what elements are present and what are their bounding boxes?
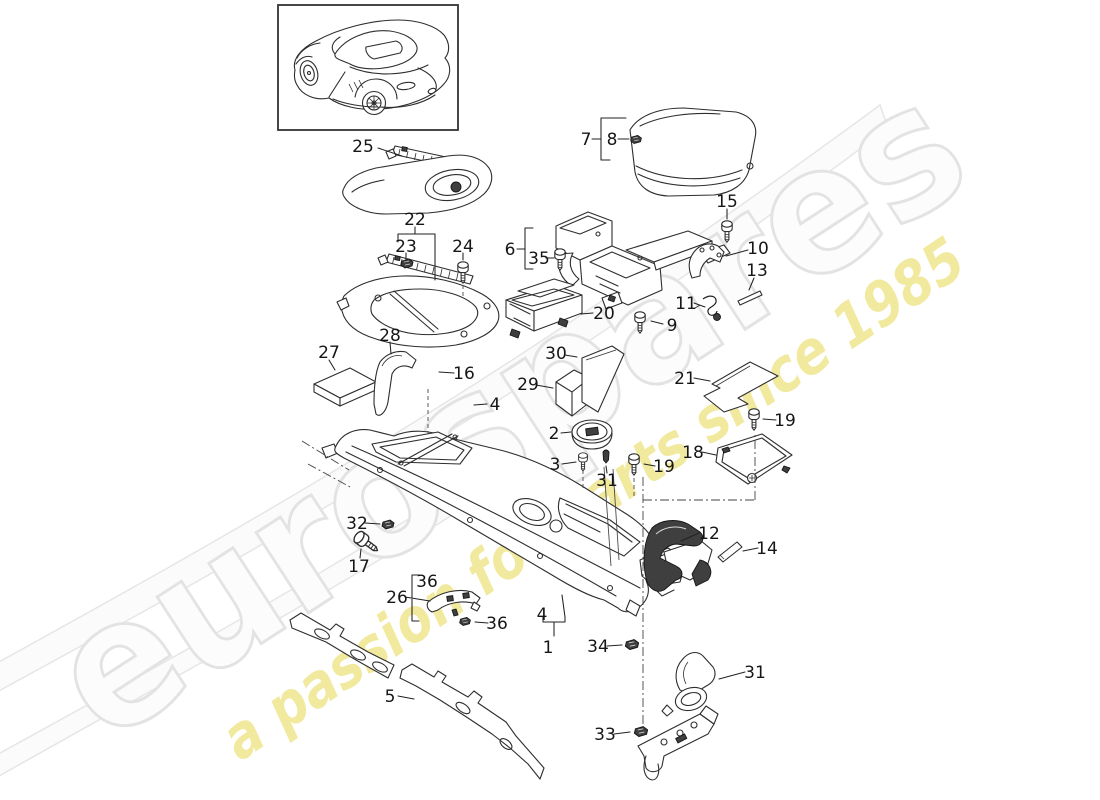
part-23-clip [400,258,414,269]
callout-2[interactable]: 2 [549,424,560,444]
callout-31-pin[interactable]: 31 [596,471,618,491]
callout-19-upper[interactable]: 19 [774,411,796,431]
callout-26[interactable]: 26 [386,588,408,608]
callout-1[interactable]: 1 [543,638,554,658]
part-18-cover-plate [715,433,793,485]
callout-6[interactable]: 6 [505,240,516,260]
callout-10[interactable]: 10 [747,239,769,259]
part-2-storage-tray [571,419,613,450]
callout-11[interactable]: 11 [675,294,697,314]
callout-36-upper[interactable]: 36 [416,572,438,592]
watermark-layer: eurospares a passion for parts since 198… [0,42,1002,782]
callout-22[interactable]: 22 [404,210,426,230]
diagram-line-art [289,107,793,781]
callout-27[interactable]: 27 [318,343,340,363]
centerlines [301,434,756,724]
part-26-trim-strip [426,589,481,617]
vehicle-thumbnail [277,4,459,131]
callout-3[interactable]: 3 [550,455,561,475]
callout-24[interactable]: 24 [452,237,474,257]
part-31-strap [661,651,716,717]
part-10-bracket [688,243,725,279]
callout-5[interactable]: 5 [385,687,396,707]
callout-23[interactable]: 23 [395,237,417,257]
part-30-pad [581,345,625,413]
callout-17[interactable]: 17 [348,557,370,577]
callout-19-inner[interactable]: 19 [653,457,675,477]
callout-7[interactable]: 7 [581,130,592,150]
callout-33[interactable]: 33 [594,725,616,745]
part-7-armrest-lid [629,107,757,197]
part-36-clip [459,616,471,626]
callout-34[interactable]: 34 [587,637,609,657]
part-8-clip [630,134,642,144]
part-33-bracket [637,705,719,781]
callout-14[interactable]: 14 [756,539,778,559]
part-14-pin [717,541,743,563]
callout-31-strap[interactable]: 31 [744,663,766,683]
callout-13[interactable]: 13 [746,261,768,281]
callout-35[interactable]: 35 [528,249,550,269]
part-22-guide-frame [336,253,500,348]
callout-28[interactable]: 28 [379,326,401,346]
watermark-brand: eurospares [17,44,1000,781]
callout-leader-lines [328,117,777,735]
part-32-nut [381,519,395,530]
dashed-leaders [427,285,635,497]
callout-16[interactable]: 16 [453,364,475,384]
callout-20[interactable]: 20 [593,304,615,324]
part-25-shifter-trim [342,145,493,215]
part-20-tray [505,278,583,339]
watermark-swoosh-upper [0,103,889,692]
car-line-art [293,19,451,116]
callout-29[interactable]: 29 [517,375,539,395]
callout-30[interactable]: 30 [545,344,567,364]
callout-8[interactable]: 8 [607,130,618,150]
part-33-clip [633,726,649,737]
part-21-gasket [703,361,779,413]
part-5-sill-trim [289,612,545,780]
part-13-pin [737,290,763,306]
callout-4-clip[interactable]: 4 [490,395,501,415]
callout-32[interactable]: 32 [346,514,368,534]
callout-15[interactable]: 15 [716,192,738,212]
long-leaders [603,466,620,567]
part-31-pin [602,449,610,464]
part-28-damping-pad [373,350,417,416]
callout-25[interactable]: 25 [352,137,374,157]
callout-21[interactable]: 21 [674,369,696,389]
callout-12[interactable]: 12 [698,524,720,544]
callout-18[interactable]: 18 [682,443,704,463]
part-11-spring [694,295,721,321]
callout-9[interactable]: 9 [667,316,678,336]
callout-4-console[interactable]: 4 [537,605,548,625]
callout-36-lower[interactable]: 36 [486,614,508,634]
part-27-damping-pad [313,367,377,407]
part-34-clip [624,639,640,650]
